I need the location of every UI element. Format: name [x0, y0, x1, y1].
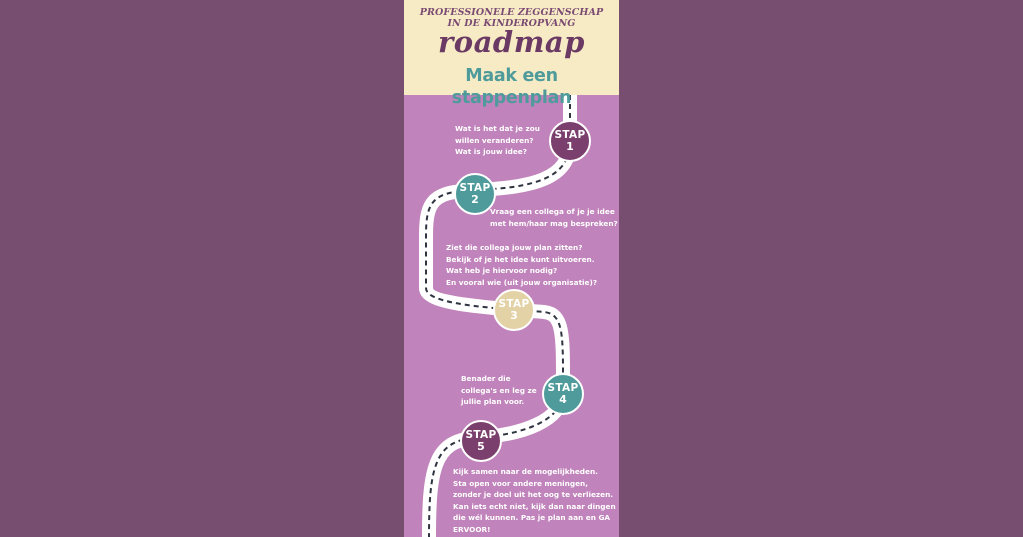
step-5-word: STAP [465, 428, 497, 441]
step-3-word: STAP [498, 297, 530, 310]
poster-subtitle: Maak een stappenplan [451, 66, 572, 108]
step-5-text-line: die wél kunnen. Pas je plan aan en GA [453, 513, 611, 523]
step-3-text-line: Wat heb je hiervoor nodig? [446, 266, 558, 276]
step-2-word: STAP [459, 181, 491, 194]
step-4-word: STAP [547, 381, 579, 394]
step-5-text-line: Kan iets echt niet, kijk dan naar dingen [453, 501, 616, 511]
supertitle-line-1: PROFESSIONELE ZEGGENSCHAP [419, 7, 604, 18]
step-1-text-line: willen veranderen? [455, 135, 534, 145]
step-5-text-line: Sta open voor andere meningen, [453, 478, 589, 488]
roadmap-poster: PROFESSIONELE ZEGGENSCHAP IN DE KINDEROP… [404, 0, 619, 537]
step-4-text-line: jullie plan voor. [461, 397, 525, 407]
supertitle-line-2: IN DE KINDEROPVANG [447, 18, 576, 29]
step-1-badge: STAP 1 [549, 120, 591, 162]
step-4-number: 4 [559, 392, 567, 406]
step-5-text-line: zonder je doel uit het oog te verliezen. [453, 490, 614, 500]
step-3-number: 3 [510, 308, 518, 322]
step-4-text-line: Benader die [461, 374, 511, 383]
roadmap-title: roadmap [438, 25, 585, 59]
step-1-text: Wat is het dat je zou willen veranderen?… [455, 123, 540, 158]
step-3-text-line: Ziet die collega jouw plan zitten? [446, 243, 583, 252]
step-4-text: Benader die collega's en leg ze jullie p… [461, 373, 537, 408]
poster-header: PROFESSIONELE ZEGGENSCHAP IN DE KINDEROP… [404, 0, 619, 108]
step-4-text-line: collega's en leg ze [461, 385, 537, 395]
step-3-text-line: En vooral wie (uit jouw organisatie)? [446, 277, 598, 287]
step-3-text-line: Bekijk of je het idee kunt uitvoeren. [446, 254, 595, 264]
step-2-text-line: Vraag een collega of je je idee [490, 207, 615, 216]
step-3-badge: STAP 3 [493, 289, 535, 331]
road-center-line [425, 95, 571, 537]
step-2-number: 2 [471, 192, 479, 206]
step-2-text: Vraag een collega of je je idee met hem/… [490, 206, 618, 229]
step-1-word: STAP [554, 128, 586, 141]
step-3-text: Ziet die collega jouw plan zitten? Bekij… [446, 242, 597, 288]
step-2-text-line: met hem/haar mag bespreken? [490, 218, 618, 228]
step-1-text-line: Wat is het dat je zou [455, 124, 540, 133]
step-1-number: 1 [566, 139, 574, 153]
step-5-text-line: Kijk samen naar de mogelijkheden. [453, 467, 598, 476]
step-2-badge: STAP 2 [454, 173, 496, 215]
step-1-text-line: Wat is jouw idee? [455, 147, 527, 157]
step-5-number: 5 [477, 439, 485, 453]
step-4-badge: STAP 4 [542, 373, 584, 415]
step-5-badge: STAP 5 [460, 420, 502, 462]
step-5-text: Kijk samen naar de mogelijkheden. Sta op… [453, 466, 616, 536]
step-5-text-line: ERVOOR! [453, 524, 491, 534]
